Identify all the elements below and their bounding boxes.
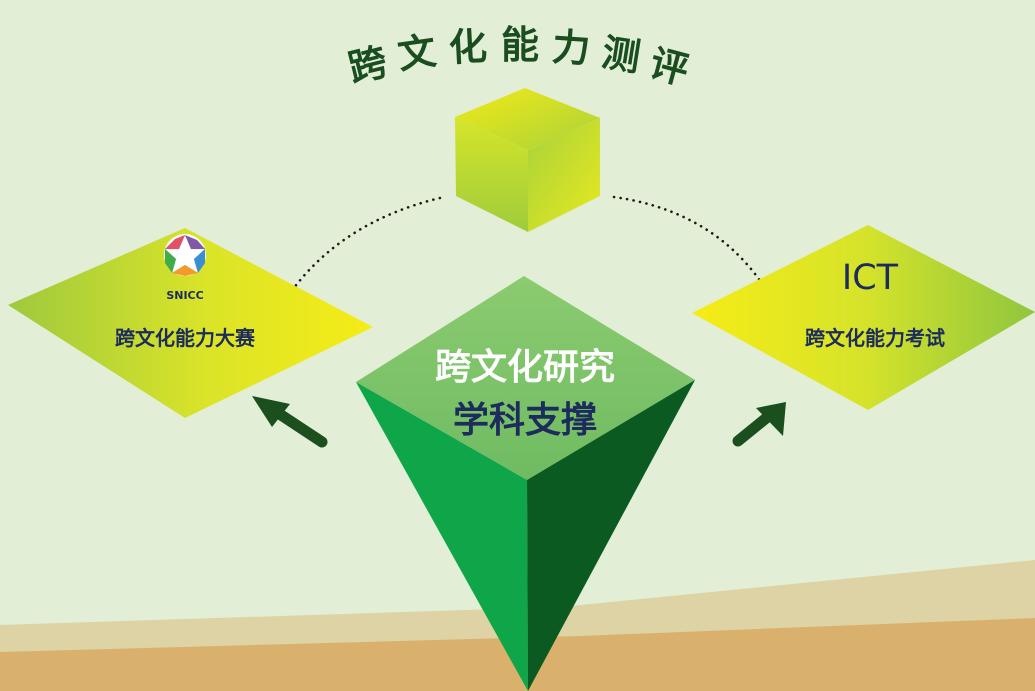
pyramid	[356, 276, 695, 691]
title-char: 能	[501, 23, 539, 67]
snicc-logo-text: SNICC	[166, 289, 204, 302]
connector-right	[612, 195, 772, 298]
left-diamond	[8, 228, 373, 418]
page-title: 跨 文 化 能 力 测 评	[344, 23, 693, 93]
center-line-2: 学科支撑	[452, 400, 597, 441]
title-char: 化	[448, 24, 488, 70]
right-card-label: 跨文化能力考试	[805, 326, 945, 350]
title-char: 测	[599, 30, 643, 79]
cube	[455, 88, 600, 232]
snicc-star-logo-icon	[164, 234, 206, 276]
arrow-right-up	[732, 402, 786, 447]
title-char: 评	[645, 41, 693, 93]
center-line-1: 跨文化研究	[434, 347, 615, 388]
title-char: 跨	[344, 39, 392, 91]
right-diamond	[692, 225, 1035, 410]
title-char: 力	[551, 25, 592, 72]
title-char: 文	[395, 29, 439, 78]
connector-left	[286, 196, 442, 298]
arrow-left-up	[252, 396, 328, 448]
left-card-label: 跨文化能力大赛	[115, 326, 255, 350]
right-card-heading: ICT	[841, 258, 899, 298]
